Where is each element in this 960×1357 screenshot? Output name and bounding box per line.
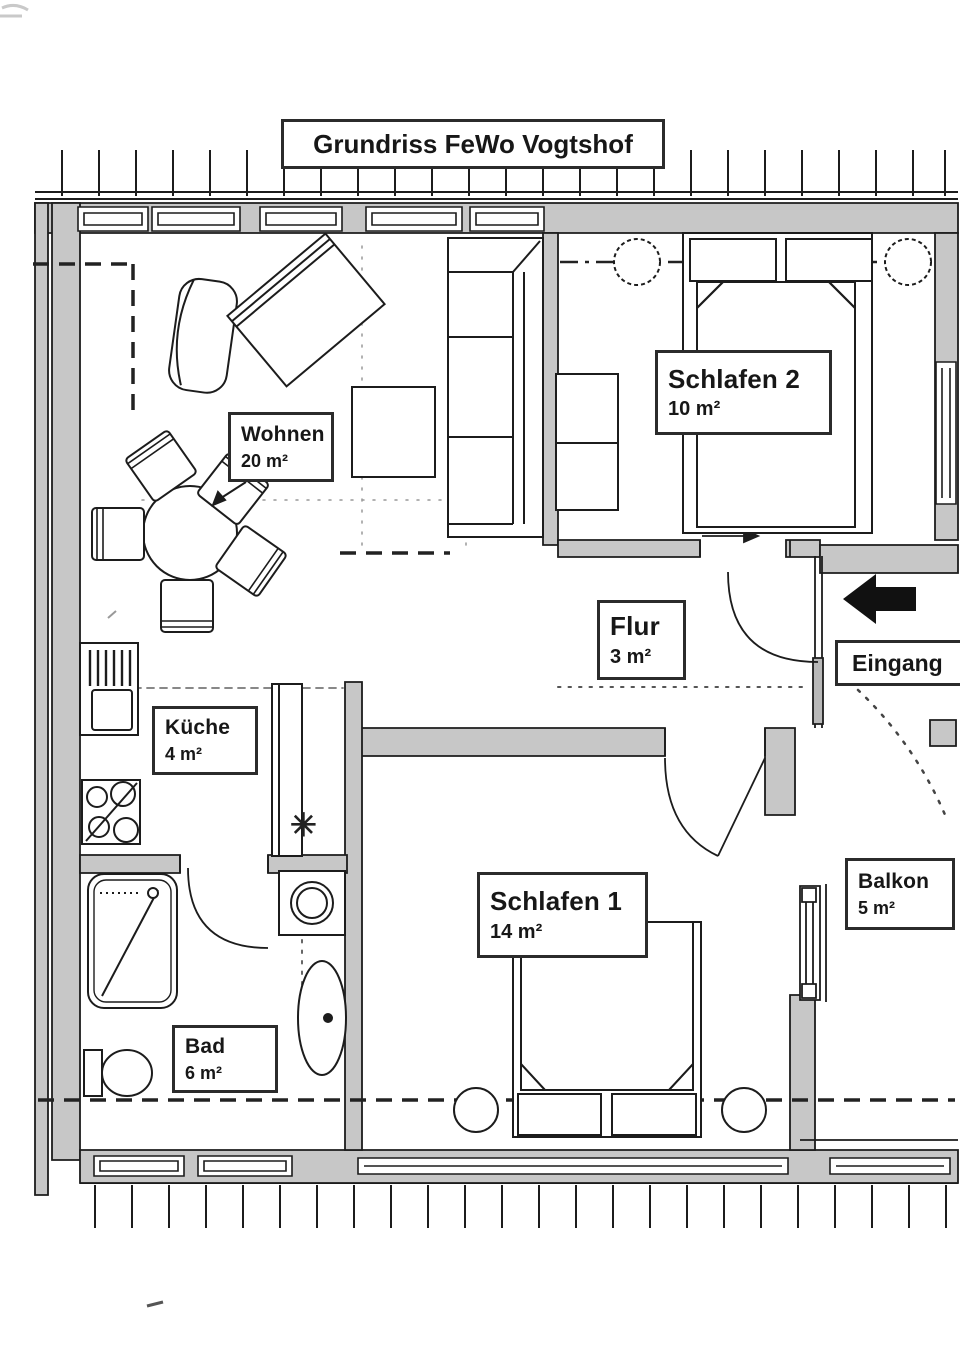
room-label-flur: Flur 3 m²	[597, 600, 686, 680]
label-leader-line	[213, 482, 246, 505]
room-name: Küche	[165, 716, 231, 740]
wall-balcony-side	[790, 995, 815, 1150]
room-area: 4 m²	[165, 744, 203, 765]
room-area: 20 m²	[241, 450, 289, 471]
nightstand-circle	[614, 239, 660, 285]
room-name: Schlafen 2	[668, 363, 801, 394]
door-swing-arc	[188, 868, 268, 948]
nightstand-circle	[885, 239, 931, 285]
wall-schlafen2-bottom-right	[786, 540, 820, 557]
entry-path-dots	[858, 690, 948, 822]
sofa	[448, 238, 543, 537]
room-area: 3 m²	[610, 645, 652, 668]
wall-flur-bottom	[357, 728, 665, 756]
window	[198, 1156, 292, 1176]
schlafen2-door-threshold	[700, 530, 790, 557]
title-text: Grundriss FeWo Vogtshof	[313, 128, 633, 159]
entrance-label-text: Eingang	[852, 649, 943, 676]
window-band	[830, 1158, 950, 1174]
window	[152, 207, 240, 231]
dining-chair	[91, 507, 145, 561]
nightstand-circle	[722, 1088, 766, 1132]
lounge-sofa	[227, 234, 384, 387]
kueche-furniture	[80, 643, 302, 856]
room-name: Flur	[610, 611, 660, 642]
window	[78, 207, 148, 231]
entrance-label: Eingang	[835, 640, 960, 686]
floorplan-title: Grundriss FeWo Vogtshof	[281, 119, 665, 169]
wardrobe	[556, 374, 618, 510]
room-area: 5 m²	[858, 897, 896, 918]
room-label-balkon: Balkon 5 m²	[845, 858, 955, 930]
exterior-wall-left-outer	[35, 203, 48, 1195]
fridge-marker-icon: ✳	[290, 807, 317, 843]
roof-hatch-bottom	[80, 1183, 958, 1228]
bad-door	[180, 855, 268, 948]
window-right-wall	[936, 362, 956, 504]
dining-chair	[160, 579, 214, 633]
wall-divider-bad-schlafen1	[345, 682, 362, 1150]
washbasin	[298, 961, 346, 1075]
window-band	[358, 1158, 788, 1174]
room-label-wohnen: Wohnen 20 m²	[228, 412, 334, 482]
window	[366, 207, 462, 231]
room-name: Wohnen	[241, 422, 325, 446]
armchair	[166, 276, 239, 395]
room-label-schlafen2: Schlafen 2 10 m²	[655, 350, 832, 435]
stove	[82, 780, 140, 844]
room-area: 10 m²	[668, 398, 721, 421]
washing-machine	[279, 871, 345, 935]
windows	[78, 207, 956, 1176]
scan-artifacts	[0, 5, 163, 1306]
entrance-door	[728, 556, 823, 728]
room-area: 6 m²	[185, 1062, 223, 1083]
roof-hatch-top	[35, 150, 958, 199]
room-label-schlafen1: Schlafen 1 14 m²	[477, 872, 648, 958]
room-label-kueche: Küche 4 m²	[152, 706, 258, 775]
room-name: Balkon	[858, 869, 930, 893]
tall-cabinet	[272, 684, 302, 856]
wohnen-furniture	[91, 234, 543, 633]
side-table	[352, 387, 435, 477]
window	[260, 207, 342, 231]
window	[470, 207, 544, 231]
window	[94, 1156, 184, 1176]
wall-flur-corner	[765, 728, 795, 815]
schlafen1-door	[665, 728, 765, 856]
shower	[88, 874, 177, 1008]
balcony-door	[800, 884, 826, 1002]
bad-furniture	[84, 871, 346, 1096]
room-area: 14 m²	[490, 920, 543, 943]
nightstand-circle	[454, 1088, 498, 1132]
room-name: Bad	[185, 1034, 226, 1058]
post	[930, 720, 956, 746]
wall-entry-top	[820, 545, 958, 573]
door-swing-arc	[665, 758, 718, 856]
toilet	[84, 1050, 152, 1096]
door-swing-arc	[728, 572, 818, 662]
room-name: Schlafen 1	[490, 886, 623, 917]
wall-bad-top-left	[80, 855, 180, 873]
room-label-bad: Bad 6 m²	[172, 1025, 278, 1093]
kitchen-sink-unit	[80, 643, 138, 735]
entrance-arrow-icon	[843, 574, 916, 624]
exterior-wall-left-inner	[52, 203, 80, 1160]
wall-schlafen2-bottom-left	[558, 540, 700, 557]
